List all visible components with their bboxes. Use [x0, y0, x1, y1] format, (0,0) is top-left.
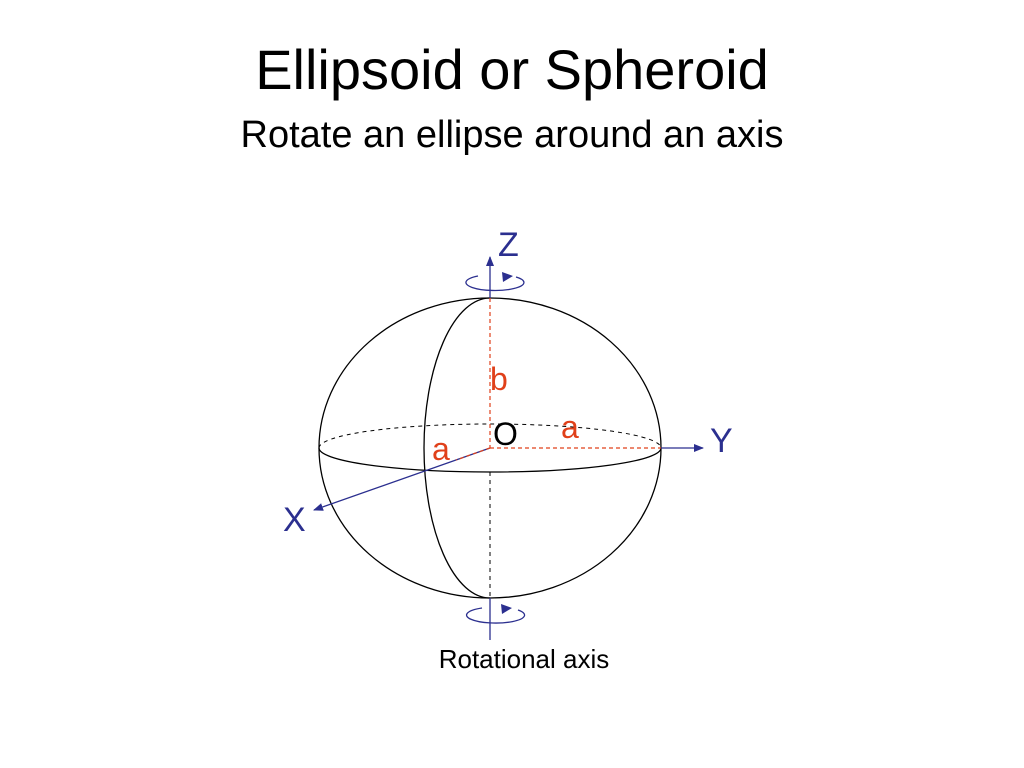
semi-minor-label: b	[490, 361, 508, 397]
meridian-front-arc	[423, 297, 491, 599]
equator-front-arc	[318, 447, 662, 473]
slide-title: Ellipsoid or Spheroid	[255, 38, 769, 101]
z-axis-label: Z	[498, 226, 519, 264]
slide-subtitle: Rotate an ellipse around an axis	[240, 114, 784, 156]
x-axis-label: X	[283, 501, 306, 539]
rotation-arrow-top-icon	[465, 272, 525, 292]
semi-major-axis-x	[455, 447, 491, 461]
x-axis-arrow	[313, 447, 491, 511]
semi-major-y-label: a	[561, 409, 579, 445]
rotation-arrow-bottom-icon	[465, 604, 526, 624]
equator-back-arc	[318, 423, 662, 449]
rotational-axis-caption: Rotational axis	[439, 644, 610, 674]
y-axis-label: Y	[710, 422, 733, 460]
origin-label: O	[493, 416, 518, 452]
semi-major-x-label: a	[432, 431, 450, 467]
